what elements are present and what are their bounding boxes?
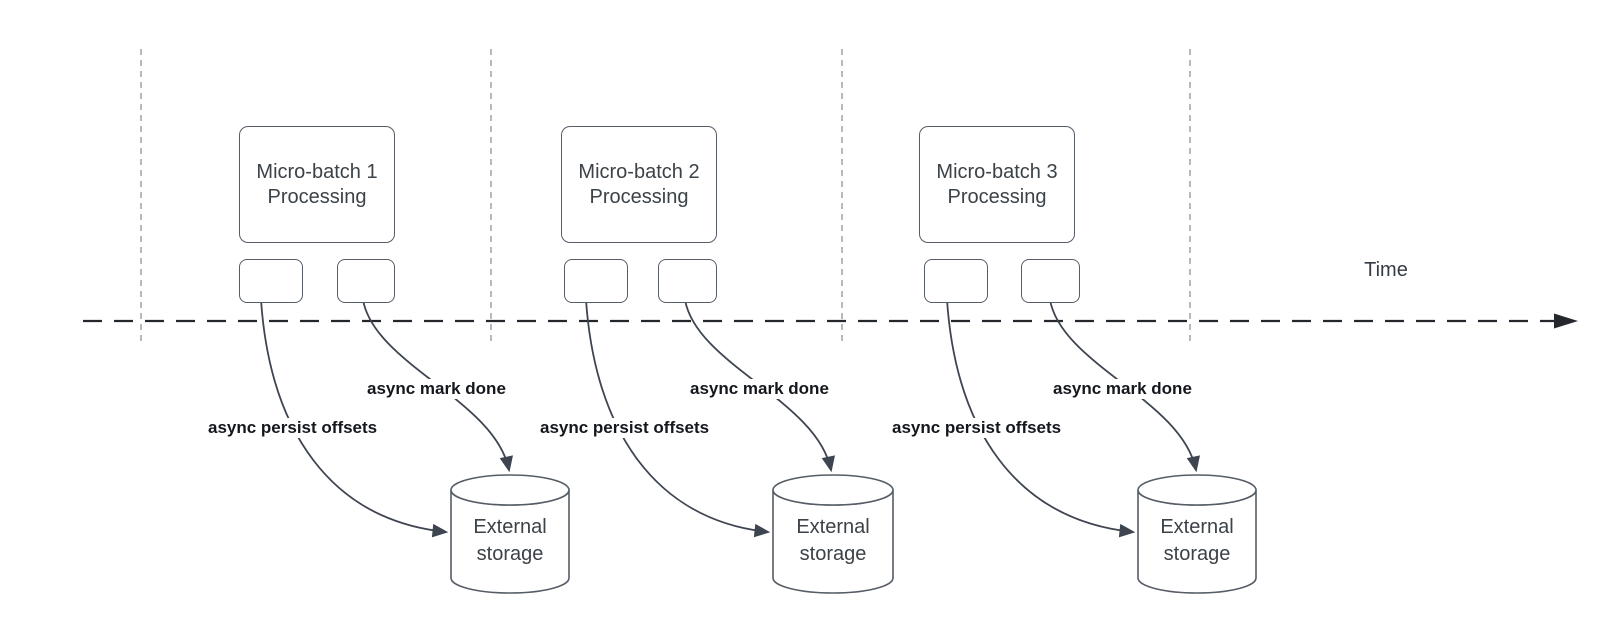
- persist-task-box-2: [564, 259, 628, 303]
- storage-label-2-line2: storage: [799, 543, 867, 565]
- storage-cylinder-1: [450, 474, 570, 594]
- mark-done-label-3: async mark done: [1050, 379, 1195, 399]
- persist-task-box-1: [239, 259, 303, 303]
- storage-label-3-line1: External: [1160, 516, 1234, 538]
- storage-cylinder-2: [772, 474, 894, 594]
- storage-label-1: External storage: [451, 514, 569, 568]
- mark-done-task-box-1: [337, 259, 395, 303]
- persist-offsets-arrow-1: [260, 299, 446, 532]
- micro-batch-3-box: Micro-batch 3 Processing: [919, 126, 1075, 243]
- micro-batch-1-title-line2: Processing: [267, 185, 367, 208]
- persist-offsets-label-3: async persist offsets: [889, 418, 1065, 438]
- storage-label-2: External storage: [773, 514, 893, 568]
- storage-label-1-line2: storage: [476, 543, 544, 565]
- micro-batch-3-title-line1: Micro-batch 3: [936, 160, 1058, 183]
- time-axis-label: Time: [1364, 259, 1408, 281]
- mark-done-task-box-3: [1021, 259, 1080, 303]
- persist-offsets-label-2: async persist offsets: [537, 418, 713, 438]
- micro-batch-3-title-line2: Processing: [947, 185, 1047, 208]
- persist-offsets-label-1: async persist offsets: [205, 418, 381, 438]
- storage-label-3-line2: storage: [1163, 543, 1231, 565]
- persist-task-box-3: [924, 259, 988, 303]
- persist-offsets-arrow-3: [946, 299, 1133, 532]
- mark-done-task-box-2: [658, 259, 717, 303]
- persist-offsets-arrow-2: [585, 299, 768, 532]
- storage-cylinder-3: [1137, 474, 1257, 594]
- micro-batch-2-title-line2: Processing: [589, 185, 689, 208]
- storage-label-1-line1: External: [473, 516, 547, 538]
- micro-batch-1-title-line1: Micro-batch 1: [256, 160, 378, 183]
- mark-done-label-1: async mark done: [364, 379, 509, 399]
- micro-batch-2-box: Micro-batch 2 Processing: [561, 126, 717, 243]
- storage-label-3: External storage: [1138, 514, 1256, 568]
- micro-batch-1-box: Micro-batch 1 Processing: [239, 126, 395, 243]
- time-axis-arrowhead-icon: [1554, 313, 1578, 329]
- mark-done-label-2: async mark done: [687, 379, 832, 399]
- micro-batch-2-title-line1: Micro-batch 2: [578, 160, 700, 183]
- storage-label-2-line1: External: [796, 516, 870, 538]
